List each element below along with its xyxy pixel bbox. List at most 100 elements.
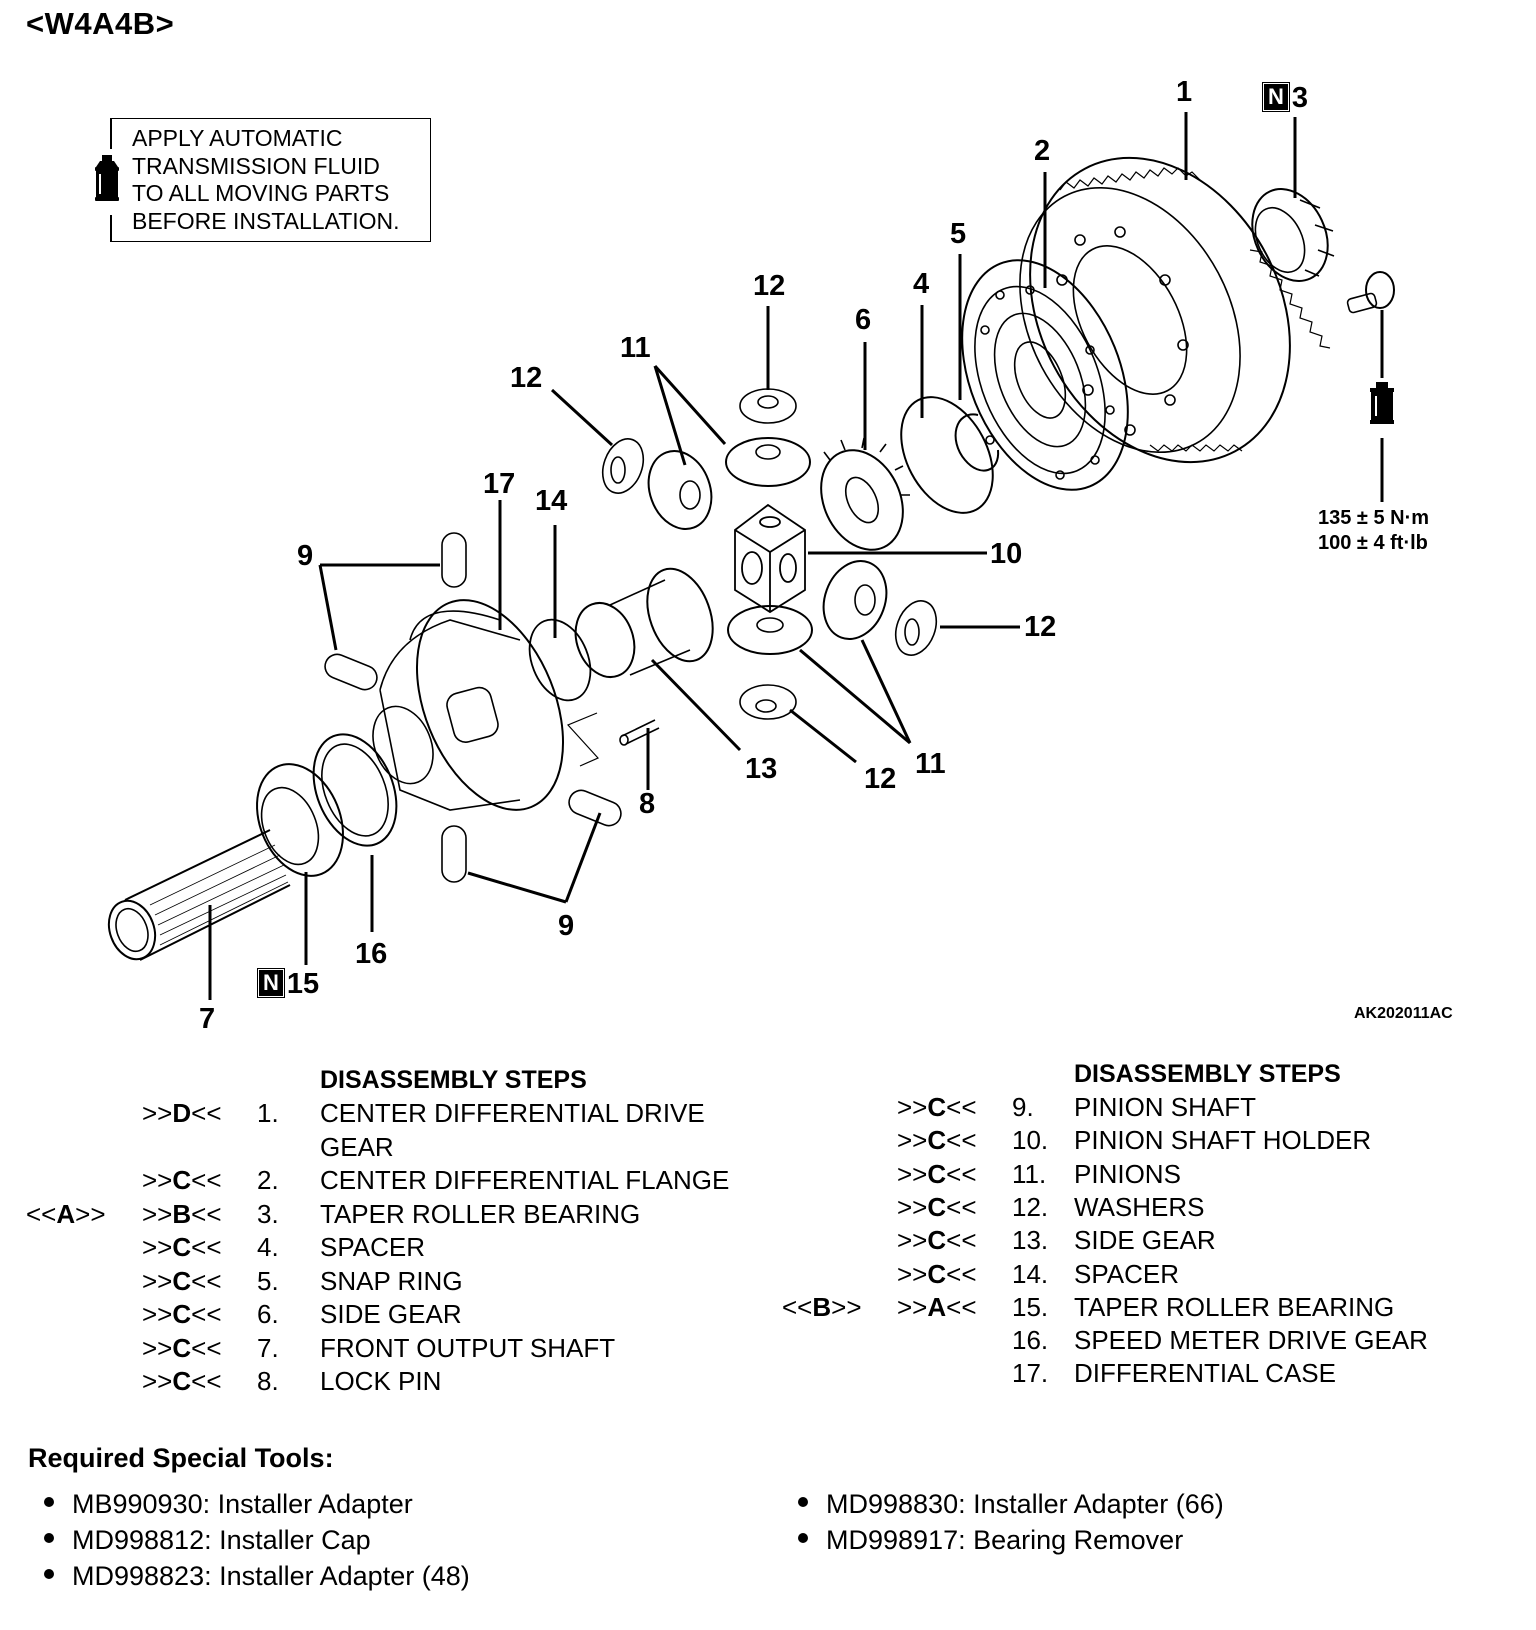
figure-id: AK202011AC	[1354, 1005, 1453, 1022]
step-name: PINION SHAFT	[1074, 1092, 1257, 1122]
step-number: 17.	[1012, 1358, 1049, 1389]
step-number: 13.	[1012, 1225, 1049, 1256]
removal-code: >>C<<	[897, 1191, 977, 1222]
special-tool-text: MB990930: Installer Adapter	[72, 1489, 413, 1519]
step-name-continued: GEAR	[320, 1131, 394, 1162]
gear-teeth	[1059, 167, 1331, 452]
part-taper-bearing-15	[256, 763, 344, 877]
part-lock-pin	[619, 719, 660, 746]
callout-13: 13	[745, 753, 778, 785]
special-tool-text: MD998830: Installer Adapter (66)	[826, 1489, 1224, 1519]
step-name: CENTER DIFFERENTIAL FLANGE	[320, 1165, 730, 1195]
part-pinion-shaft-lower	[441, 825, 467, 883]
callout-5: 5	[950, 218, 967, 250]
step-name: LOCK PIN	[320, 1366, 442, 1396]
step-number: 10.	[1012, 1125, 1049, 1156]
callout-9-lower: 9	[558, 910, 575, 942]
callout-16: 16	[355, 938, 388, 970]
part-washer-right	[894, 600, 938, 656]
removal-code: >>C<<	[897, 1258, 977, 1289]
removal-code: >>C<<	[142, 1366, 222, 1396]
bullet-icon	[798, 1497, 808, 1507]
bullet-icon	[798, 1533, 808, 1543]
special-tool-text: MD998917: Bearing Remover	[826, 1525, 1184, 1555]
part-washer-left	[601, 438, 645, 494]
removal-code: >>C<<	[142, 1265, 222, 1296]
step-number: 15.	[1012, 1291, 1049, 1322]
step-name: SIDE GEAR	[320, 1299, 462, 1329]
exploded-diagram	[107, 112, 1395, 1000]
part-pinion-shaft-left	[324, 653, 378, 691]
step-number: 9.	[1012, 1092, 1034, 1122]
removal-code: >>C<<	[897, 1125, 977, 1156]
part-washer-bottom	[739, 684, 797, 720]
callout-12-left: 12	[510, 362, 543, 394]
removal-code: >>B<<	[142, 1198, 222, 1229]
step-number: 11.	[1012, 1158, 1047, 1189]
part-pinion-holder	[734, 503, 806, 614]
step-number: 12.	[1012, 1191, 1049, 1222]
callout-1: 1	[1176, 76, 1193, 108]
step-number: 7.	[257, 1332, 279, 1363]
part-side-gear-13	[574, 567, 714, 678]
step-name: DIFFERENTIAL CASE	[1074, 1358, 1336, 1389]
removal-code: >>C<<	[897, 1158, 977, 1189]
step-number: 4.	[257, 1232, 279, 1262]
step-number: 5.	[257, 1265, 279, 1296]
install-code: <<A>>	[26, 1198, 106, 1229]
step-name: PINIONS	[1074, 1158, 1181, 1189]
callout-2: 2	[1034, 135, 1051, 167]
part-snap-ring	[954, 413, 1000, 472]
step-name: CENTER DIFFERENTIAL DRIVE	[320, 1098, 705, 1128]
part-pinion-bottom-right	[822, 560, 888, 640]
part-front-output-shaft	[107, 829, 291, 961]
callout-11-upper: 11	[620, 332, 651, 364]
removal-code: >>C<<	[897, 1092, 977, 1122]
bullet-icon	[44, 1533, 54, 1543]
callout-12-bottom: 12	[864, 763, 897, 795]
part-pinion-top-center	[725, 437, 811, 487]
part-flange	[961, 259, 1129, 491]
step-number: 6.	[257, 1299, 279, 1329]
step-name: SPEED METER DRIVE GEAR	[1074, 1325, 1428, 1356]
callout-17: 17	[483, 468, 516, 500]
step-number: 8.	[257, 1366, 279, 1396]
removal-code: >>C<<	[897, 1225, 977, 1256]
step-name: SPACER	[320, 1232, 425, 1262]
step-number: 16.	[1012, 1325, 1049, 1356]
callout-10: 10	[990, 538, 1023, 570]
callout-12-top: 12	[753, 270, 786, 302]
special-tools-heading: Required Special Tools:	[28, 1443, 334, 1473]
removal-code: >>C<<	[142, 1299, 222, 1329]
part-differential-case	[372, 599, 565, 811]
removal-code: >>C<<	[142, 1332, 222, 1363]
step-name: PINION SHAFT HOLDER	[1074, 1125, 1372, 1156]
callout-7: 7	[199, 1003, 216, 1035]
part-pinion-top-left	[647, 450, 713, 530]
special-tool-text: MD998812: Installer Cap	[72, 1525, 371, 1555]
step-name: FRONT OUTPUT SHAFT	[320, 1332, 616, 1363]
part-pinion-bottom-center	[727, 605, 813, 655]
step-name: SNAP RING	[320, 1265, 463, 1296]
special-tool-item: MD998830: Installer Adapter (66)	[798, 1486, 1224, 1522]
install-code: <<B>>	[782, 1291, 862, 1322]
callout-11-lower: 11	[915, 748, 946, 780]
part-side-gear-6	[820, 437, 910, 551]
section-code-title: <W4A4B>	[26, 6, 175, 41]
bullet-icon	[44, 1497, 54, 1507]
part-taper-bearing-3	[1251, 188, 1335, 282]
step-name: TAPER ROLLER BEARING	[1074, 1291, 1395, 1322]
step-name: WASHERS	[1074, 1191, 1205, 1222]
callout-6: 6	[855, 304, 872, 336]
removal-code: >>C<<	[142, 1165, 222, 1195]
removal-code: >>C<<	[142, 1232, 222, 1262]
bullet-icon	[44, 1569, 54, 1579]
special-tool-item: MD998823: Installer Adapter (48)	[44, 1558, 470, 1594]
step-number: 14.	[1012, 1258, 1049, 1289]
step-name: SPACER	[1074, 1258, 1179, 1289]
torque-metric: 135 ± 5 N·m	[1318, 507, 1430, 529]
part-washer-top	[739, 388, 797, 424]
torque-spec: 135 ± 5 N·m 100 ± 4 ft·lb	[1318, 506, 1429, 556]
